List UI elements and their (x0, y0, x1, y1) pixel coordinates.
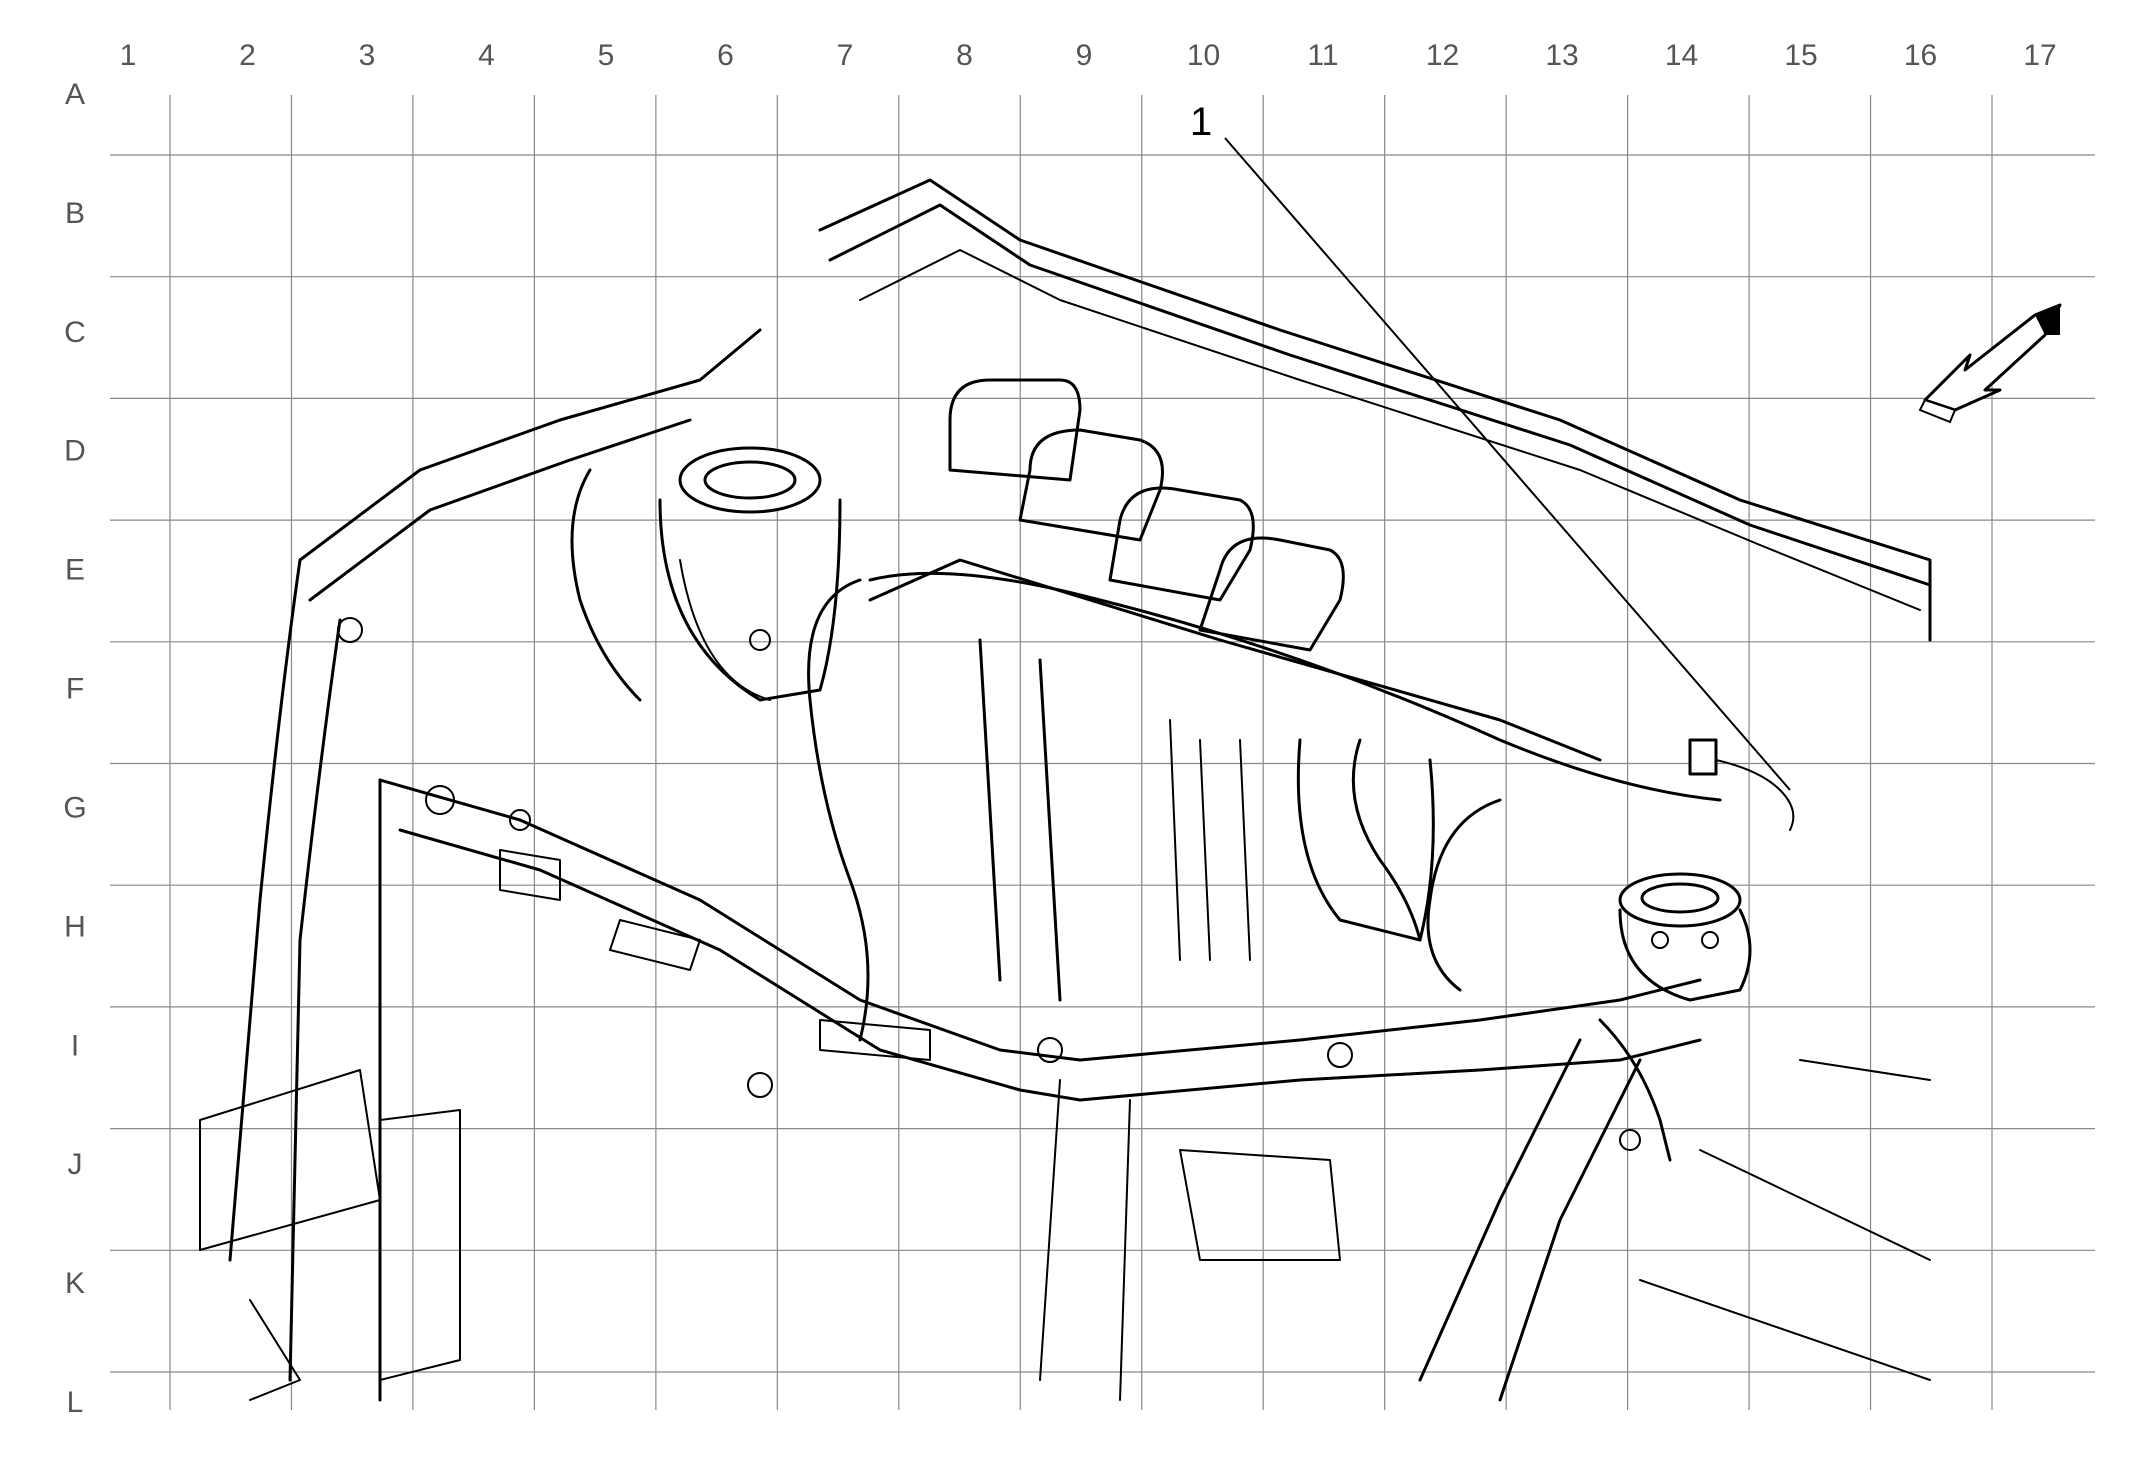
grid-row-label: H (64, 910, 86, 943)
grid-row-label: I (71, 1029, 79, 1062)
grid-column-label: 3 (359, 39, 376, 72)
grid-row-label: C (64, 316, 86, 349)
grid-column-label: 16 (1904, 39, 1937, 72)
grid-column-label: 6 (717, 39, 734, 72)
grid-column-label: 14 (1665, 39, 1698, 72)
grid-column-label: 9 (1076, 39, 1093, 72)
grid-column-label: 2 (239, 39, 256, 72)
grid-row-label: G (63, 791, 86, 824)
grid-column-label: 4 (478, 39, 495, 72)
view-direction-arrow-icon (1918, 303, 2062, 424)
grid-column-label: 13 (1545, 39, 1578, 72)
grid-row-label: D (64, 435, 86, 468)
reference-grid (110, 95, 2095, 1410)
grid-column-label: 10 (1187, 39, 1220, 72)
grid-column-label: 15 (1784, 39, 1817, 72)
grid-column-label: 11 (1307, 39, 1338, 72)
vehicle-front-structure-illustration (199, 178, 1932, 1402)
grid-column-label: 5 (598, 39, 615, 72)
grid-column-label: 17 (2023, 39, 2056, 72)
callout-label: 1 (1190, 100, 1212, 144)
grid-row-label: E (65, 554, 85, 587)
grid-row-label: K (65, 1267, 85, 1300)
grid-row-label: L (67, 1386, 84, 1419)
grid-column-label: 12 (1426, 39, 1459, 72)
grid-column-label: 1 (120, 39, 137, 72)
grid-row-label: B (65, 197, 85, 230)
grid-row-label: J (68, 1148, 83, 1181)
grid-row-label: A (65, 78, 85, 111)
grid-row-labels: A B C D E F G H I J K L (63, 78, 86, 1419)
grid-row-label: F (66, 673, 84, 706)
grid-column-label: 8 (956, 39, 973, 72)
callout-1: 1 (1190, 100, 1791, 791)
grid-column-label: 7 (837, 39, 854, 72)
